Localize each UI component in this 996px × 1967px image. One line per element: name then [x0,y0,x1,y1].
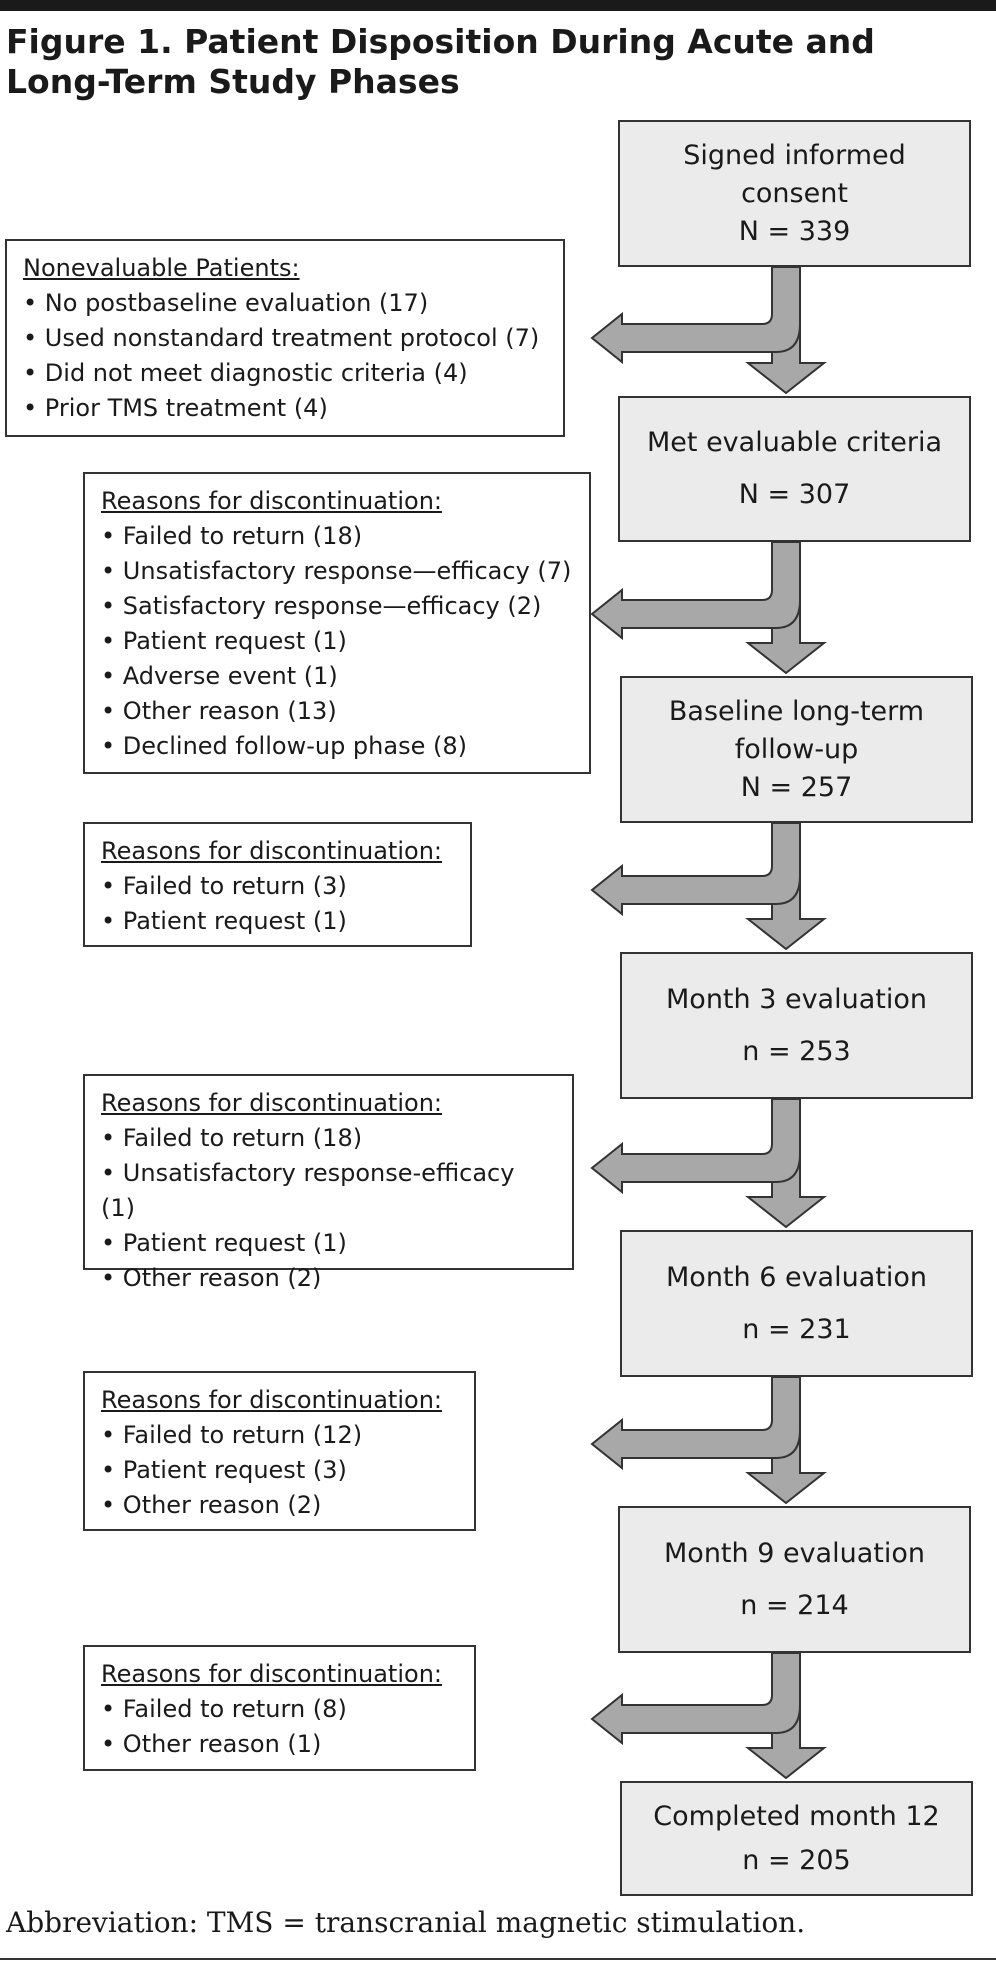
stage-box-month12: Completed month 12 n = 205 [620,1781,973,1896]
arrow-branch-4 [590,1098,801,1195]
stage-count: n = 253 [742,1035,851,1067]
discontinuation-item: Declined follow-up phase (8) [101,729,573,764]
figure-footnote: Abbreviation: TMS = transcranial magneti… [6,1906,806,1939]
stage-label: Month 6 evaluation [666,1261,927,1293]
arrow-branch-1 [590,266,801,365]
discontinuation-item: Other reason (2) [101,1488,458,1523]
stage-label: Month 3 evaluation [666,983,927,1015]
bottom-rule [0,1958,996,1960]
discontinuation-heading: Reasons for discontinuation: [101,1660,442,1688]
discontinuation-item: Satisfactory response—efficacy (2) [101,589,573,624]
stage-count: N = 257 [740,771,853,803]
exclusion-item: No postbaseline evaluation (17) [23,286,547,321]
exclusion-item: Prior TMS treatment (4) [23,391,547,426]
discontinuation-list: Failed to return (8) Other reason (1) [101,1692,458,1762]
discontinuation-heading: Reasons for discontinuation: [101,1089,442,1117]
discontinuation-box-acute: Reasons for discontinuation: Failed to r… [83,472,591,774]
discontinuation-item: Adverse event (1) [101,659,573,694]
arrow-branch-2 [590,541,801,641]
stage-count: n = 214 [740,1589,849,1621]
stage-box-month3: Month 3 evaluation n = 253 [620,952,973,1099]
discontinuation-item: Failed to return (3) [101,869,454,904]
top-rule [0,0,996,11]
stage-label: Signed informed consent [683,139,906,209]
stage-label: Month 9 evaluation [664,1537,925,1569]
discontinuation-list: Failed to return (18) Unsatisfactory res… [101,1121,556,1296]
discontinuation-box-month9: Reasons for discontinuation: Failed to r… [83,1645,476,1771]
figure-title: Figure 1. Patient Disposition During Acu… [6,22,875,101]
discontinuation-list: Failed to return (12) Patient request (3… [101,1418,458,1523]
discontinuation-item: Other reason (1) [101,1727,458,1762]
discontinuation-list: Failed to return (3) Patient request (1) [101,869,454,939]
stage-box-baseline: Baseline long-term follow-up N = 257 [620,676,973,823]
stage-label: Baseline long-term follow-up [668,695,925,765]
stage-box-month6: Month 6 evaluation n = 231 [620,1230,973,1377]
discontinuation-item: Failed to return (18) [101,1121,556,1156]
exclusion-list: No postbaseline evaluation (17) Used non… [23,286,547,426]
discontinuation-box-baseline: Reasons for discontinuation: Failed to r… [83,822,472,947]
discontinuation-item: Unsatisfactory response-efficacy (1) [101,1156,556,1226]
stage-box-evaluable: Met evaluable criteria N = 307 [618,396,971,542]
discontinuation-heading: Reasons for discontinuation: [101,1386,442,1414]
exclusion-item: Used nonstandard treatment protocol (7) [23,321,547,356]
stage-count: N = 307 [738,479,851,510]
discontinuation-item: Patient request (1) [101,1226,556,1261]
arrow-branch-3 [590,822,801,917]
stage-count: n = 205 [742,1844,851,1876]
stage-count: n = 231 [742,1313,851,1345]
stage-label: Met evaluable criteria [647,427,942,458]
discontinuation-item: Failed to return (8) [101,1692,458,1727]
discontinuation-item: Patient request (1) [101,624,573,659]
discontinuation-item: Patient request (3) [101,1453,458,1488]
discontinuation-item: Failed to return (12) [101,1418,458,1453]
exclusion-box-nonevaluable: Nonevaluable Patients: No postbaseline e… [5,239,565,437]
discontinuation-item: Other reason (2) [101,1261,556,1296]
discontinuation-item: Unsatisfactory response—efficacy (7) [101,554,573,589]
discontinuation-item: Failed to return (18) [101,519,573,554]
exclusion-item: Did not meet diagnostic criteria (4) [23,356,547,391]
exclusion-heading: Nonevaluable Patients: [23,254,300,282]
stage-box-month9: Month 9 evaluation n = 214 [618,1506,971,1653]
stage-count: N = 339 [738,215,851,247]
discontinuation-item: Patient request (1) [101,904,454,939]
discontinuation-box-month6: Reasons for discontinuation: Failed to r… [83,1371,476,1531]
discontinuation-list: Failed to return (18) Unsatisfactory res… [101,519,573,764]
discontinuation-heading: Reasons for discontinuation: [101,837,442,865]
stage-box-consent: Signed informed consent N = 339 [618,120,971,267]
arrow-branch-5 [590,1376,801,1471]
stage-label: Completed month 12 [653,1800,940,1832]
arrow-branch-6 [590,1652,801,1746]
discontinuation-item: Other reason (13) [101,694,573,729]
discontinuation-heading: Reasons for discontinuation: [101,487,442,515]
discontinuation-box-month3: Reasons for discontinuation: Failed to r… [83,1074,574,1292]
